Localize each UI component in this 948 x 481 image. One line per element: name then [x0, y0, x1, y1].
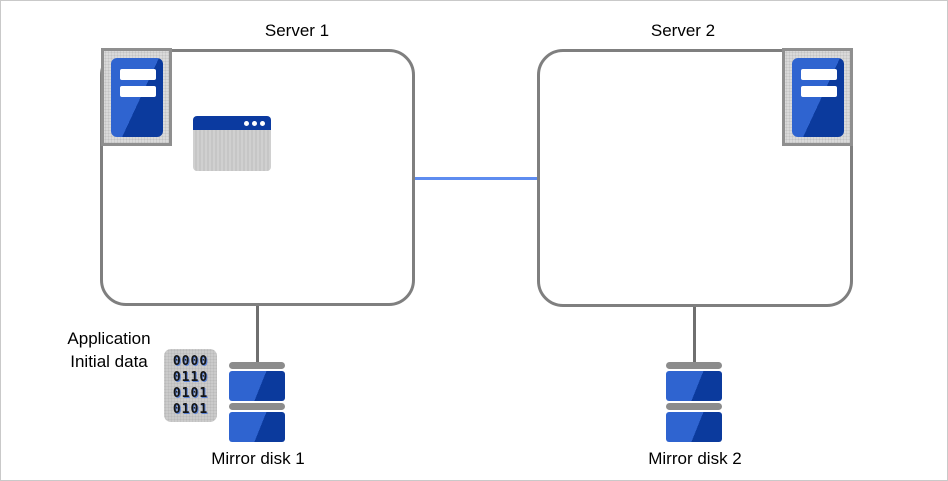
binary-row: 0000 — [172, 354, 209, 369]
disk-cap — [229, 362, 285, 369]
server2-icon — [782, 48, 853, 146]
initial-data-label-line2: Initial data — [70, 352, 148, 371]
mirror-disk1-label: Mirror disk 1 — [211, 449, 305, 468]
server-tower-icon — [791, 57, 844, 137]
disk-platter — [229, 371, 285, 401]
initial-data-label-line1: Application — [67, 329, 151, 348]
window-dot-icon — [244, 121, 249, 126]
initial-data-label: Application Initial data — [41, 327, 177, 373]
mirror-disk2-icon — [666, 362, 722, 444]
window-dot-icon — [252, 121, 257, 126]
server-tower-icon — [110, 57, 163, 137]
window-titlebar — [193, 116, 271, 130]
interconnect-line — [414, 177, 538, 180]
mirror-disk1-icon — [229, 362, 285, 444]
disk-cap — [666, 362, 722, 369]
tower-slot-bar — [119, 85, 156, 97]
disk-cap — [666, 403, 722, 410]
server2-label: Server 2 — [650, 21, 716, 40]
server1-icon — [101, 48, 172, 146]
tower-slot-bar — [119, 68, 156, 80]
disk-platter — [229, 412, 285, 442]
tower-slot-bar — [800, 85, 837, 97]
window-body — [193, 130, 271, 171]
server1-label: Server 1 — [264, 21, 330, 40]
binary-row: 0110 — [172, 370, 209, 385]
tower-slot-bar — [800, 68, 837, 80]
disk-platter — [666, 371, 722, 401]
mirror-disk2-label: Mirror disk 2 — [648, 449, 742, 468]
window-buttons-icon — [244, 121, 265, 126]
binary-row: 0101 — [172, 402, 209, 417]
disk1-connector-line — [256, 304, 259, 364]
disk-cap — [229, 403, 285, 410]
disk-platter — [666, 412, 722, 442]
disk2-connector-line — [693, 305, 696, 364]
window-dot-icon — [260, 121, 265, 126]
application-window-icon — [193, 116, 271, 171]
binary-data-icon: 0000 0110 0101 0101 — [164, 349, 217, 422]
binary-row: 0101 — [172, 386, 209, 401]
